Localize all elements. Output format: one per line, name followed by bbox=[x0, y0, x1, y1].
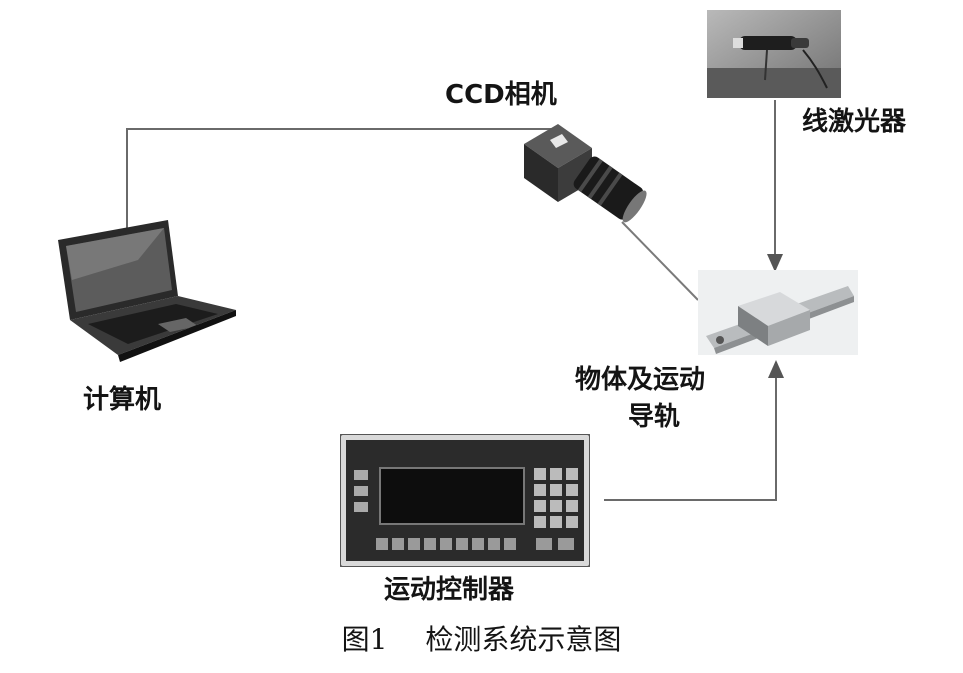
controller-to-rail-arrow bbox=[604, 360, 784, 501]
object-rail-label-line1: 物体及运动 bbox=[575, 365, 706, 395]
ccd-camera-label: CCD相机 bbox=[445, 80, 557, 110]
laptop-image bbox=[58, 220, 236, 362]
line-laser-image bbox=[707, 10, 841, 98]
rail-image bbox=[698, 270, 858, 355]
figure-title: 检测系统示意图 bbox=[425, 623, 622, 656]
ccd-camera-image bbox=[524, 124, 647, 223]
figure-number: 图1 bbox=[341, 623, 388, 656]
object-rail-label-line2: 导轨 bbox=[628, 402, 681, 432]
camera-to-rail-wire bbox=[621, 221, 699, 301]
computer-to-camera-wire bbox=[126, 128, 552, 238]
line-laser-label: 线激光器 bbox=[802, 107, 907, 137]
motion-controller-image bbox=[340, 434, 590, 567]
computer-label: 计算机 bbox=[83, 385, 162, 415]
figure-caption: 图1 检测系统示意图 bbox=[0, 618, 963, 658]
motion-controller-label: 运动控制器 bbox=[384, 575, 515, 605]
